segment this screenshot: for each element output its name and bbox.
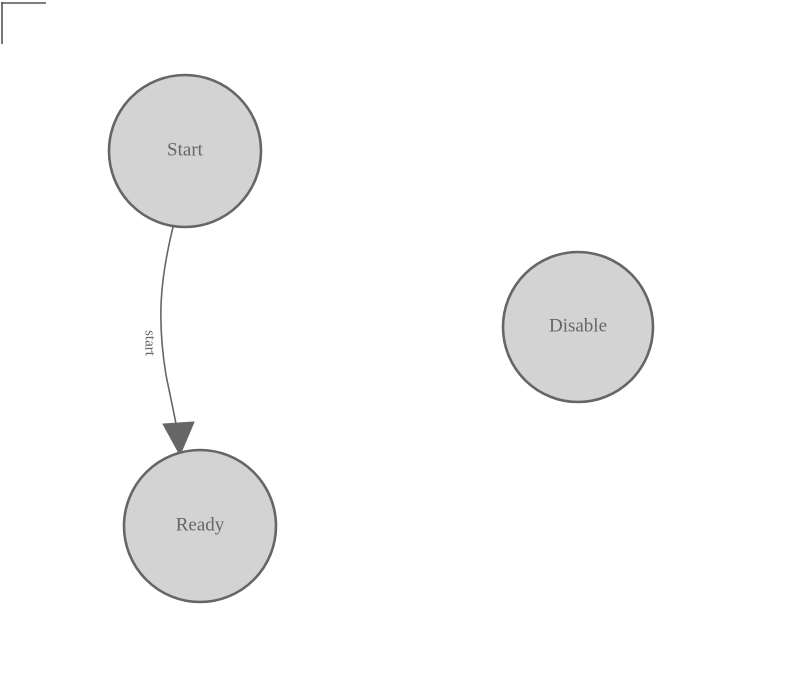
node-start-label: Start: [167, 139, 204, 160]
arrowhead-icon: [162, 421, 195, 456]
edge-line: [160, 226, 181, 449]
edge-start-to-ready[interactable]: start: [142, 226, 195, 456]
node-disable-circle[interactable]: [501, 250, 655, 404]
node-ready[interactable]: Ready: [122, 448, 278, 604]
node-start[interactable]: Start: [107, 73, 263, 229]
node-ready-circle[interactable]: [122, 448, 278, 604]
node-start-circle[interactable]: [107, 73, 263, 229]
node-disable[interactable]: Disable: [501, 250, 655, 404]
node-disable-label: Disable: [549, 315, 607, 336]
edge-label-start: start: [142, 330, 158, 357]
corner-registration-mark: [1, 2, 46, 44]
node-ready-label: Ready: [176, 514, 225, 535]
